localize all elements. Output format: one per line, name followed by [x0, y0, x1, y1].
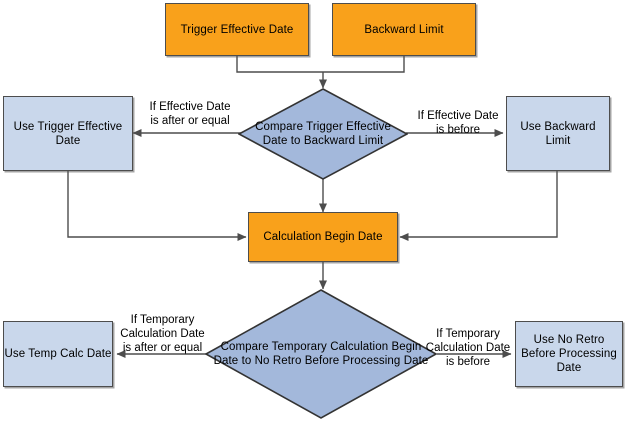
node-label: Use Temp Calc Date	[4, 348, 112, 360]
node-use-no-retro-before-processing-date[interactable]: Use No Retro Before Processing Date	[515, 321, 623, 387]
node-label: Use Backward Limit	[520, 120, 596, 147]
edge-label-if-temporary-calculation-date-before: If Temporary Calculation Date is before	[425, 328, 511, 368]
node-trigger-effective-date[interactable]: Trigger Effective Date	[165, 3, 309, 56]
node-label: Calculation Begin Date	[263, 231, 383, 243]
node-backward-limit[interactable]: Backward Limit	[332, 3, 476, 56]
node-use-trigger-effective-date[interactable]: Use Trigger Effective Date	[3, 96, 133, 171]
node-use-backward-limit[interactable]: Use Backward Limit	[506, 96, 610, 171]
edge-label-if-effective-date-before: If Effective Date is before	[417, 110, 499, 136]
edge-label-if-temporary-calculation-date-after-or-equal: If Temporary Calculation Date is after o…	[120, 314, 205, 354]
node-label: Use No Retro Before Processing Date	[521, 334, 617, 374]
node-label: Compare Temporary Calculation Begin Date…	[213, 341, 429, 367]
diamond-shape	[205, 289, 437, 419]
edge-label-if-effective-date-after-or-equal: If Effective Date is after or equal	[149, 101, 231, 127]
node-compare-trigger-effective-date-to-backward-limit[interactable]: Compare Trigger Effective Date to Backwa…	[238, 88, 408, 180]
node-calculation-begin-date[interactable]: Calculation Begin Date	[248, 212, 398, 262]
node-label: Use Trigger Effective Date	[13, 120, 123, 147]
edge-use-backward-to-calcbegin	[399, 171, 558, 241]
node-label: Compare Trigger Effective Date to Backwa…	[255, 121, 391, 147]
node-label: Backward Limit	[364, 23, 444, 36]
node-compare-temporary-calculation-begin-date[interactable]: Compare Temporary Calculation Begin Date…	[205, 289, 437, 419]
node-use-temp-calc-date[interactable]: Use Temp Calc Date	[3, 321, 113, 387]
edge-backwardlimit-to-join	[323, 56, 405, 73]
node-label: Trigger Effective Date	[180, 23, 294, 36]
edge-use-trigger-to-calcbegin	[67, 171, 247, 241]
diamond-shape	[238, 88, 408, 180]
edge-trigger-to-join	[236, 56, 323, 73]
